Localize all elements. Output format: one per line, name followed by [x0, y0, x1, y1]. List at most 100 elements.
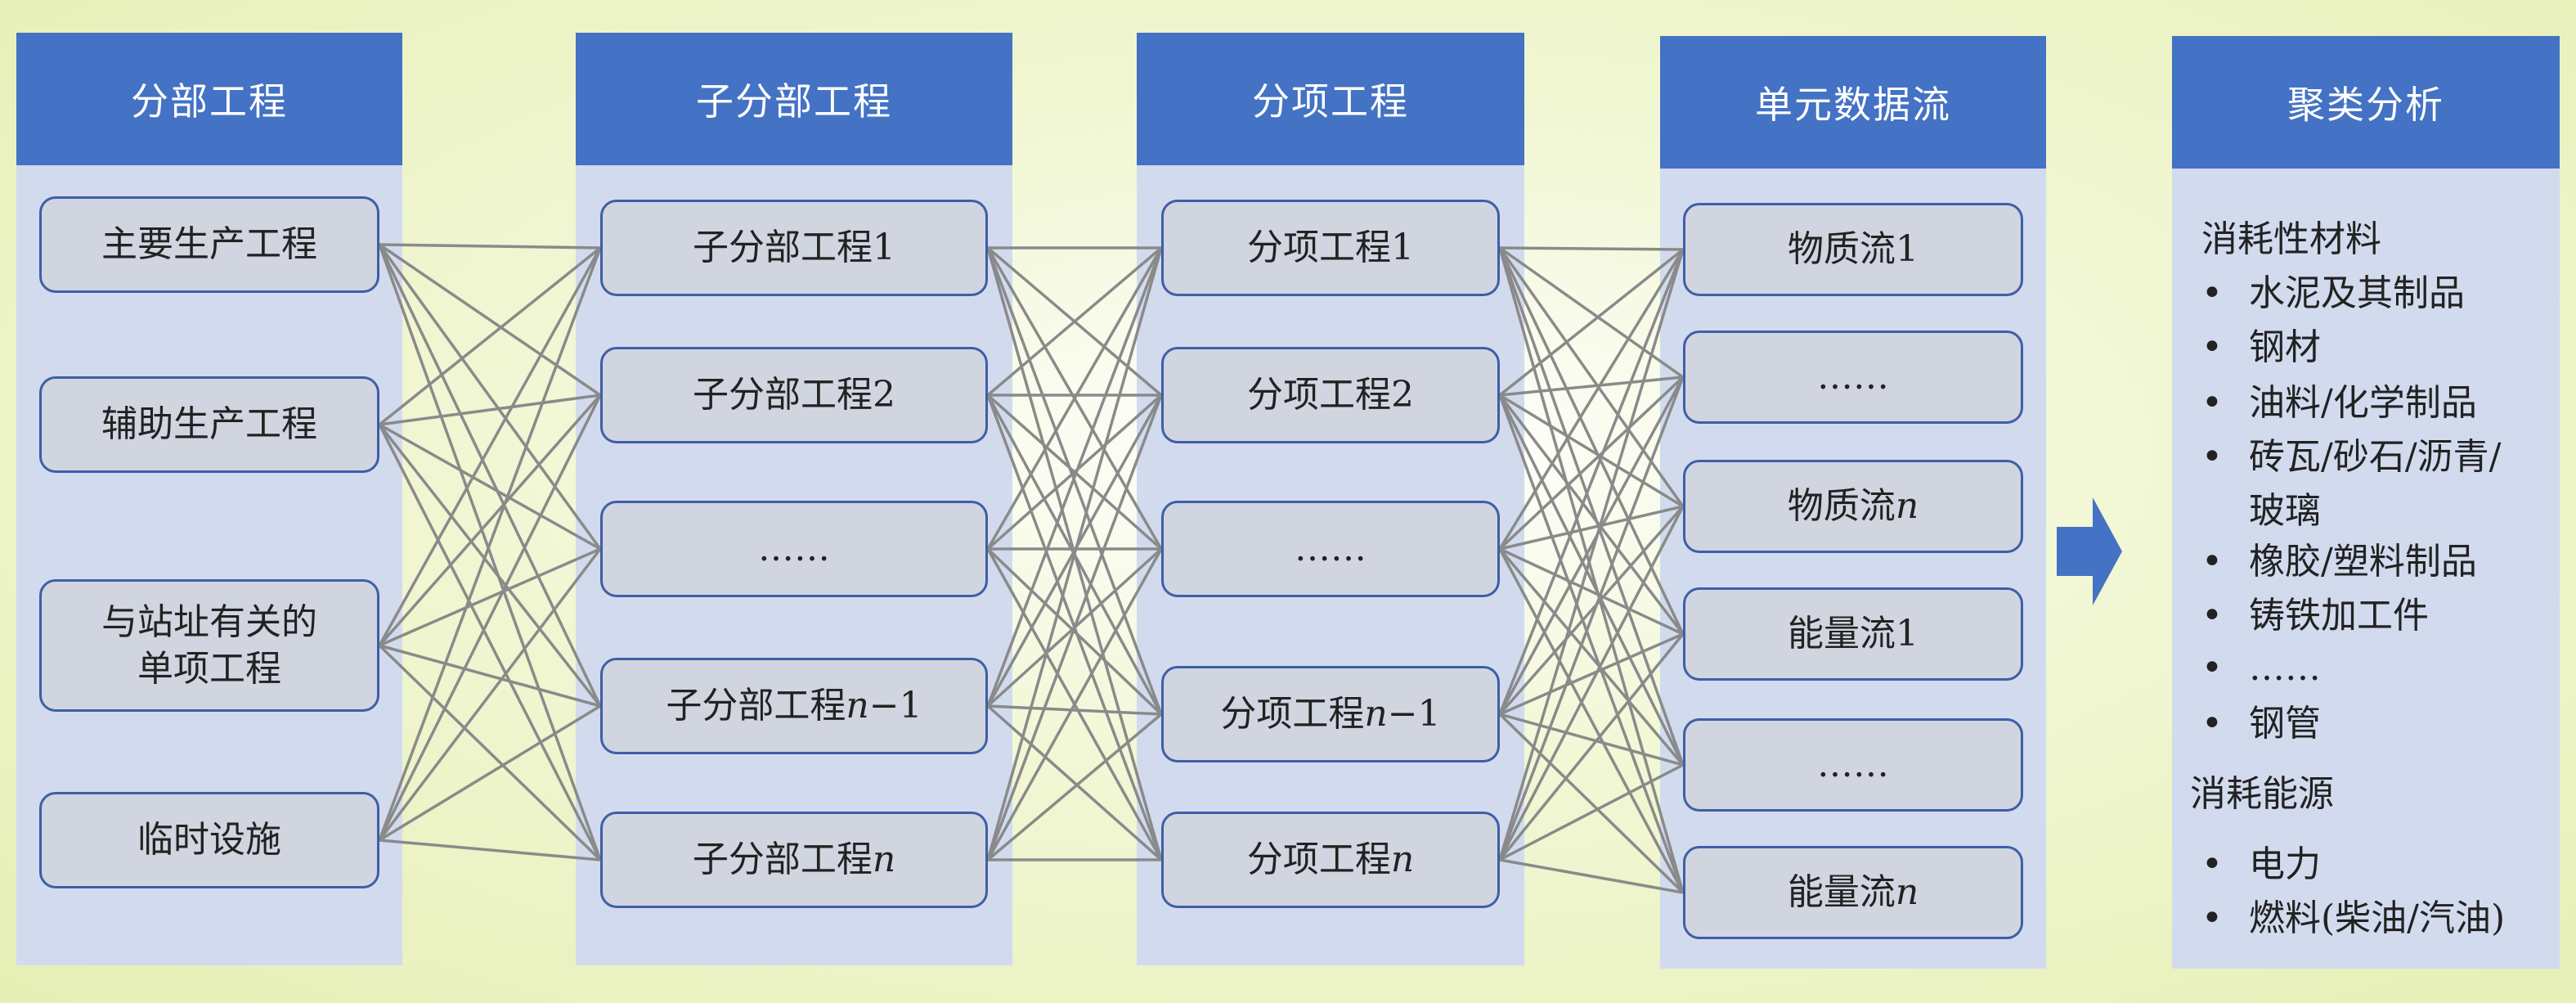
c3-c4-link: [1498, 548, 1685, 893]
c3-c4-link: [1498, 248, 1685, 397]
c3-c4-link: [1499, 763, 1684, 861]
c3-c4-link: [1499, 713, 1684, 767]
c2-c3-link: [986, 394, 1163, 861]
list-item: •电力: [2201, 843, 2321, 885]
c3-c4-link: [1498, 376, 1685, 551]
node-site-related-works: 与站址有关的 单项工程: [39, 579, 379, 712]
c3-c4-link: [1498, 394, 1685, 766]
c3-c4-link: [1498, 394, 1685, 893]
list-item: •燃料(柴油/汽油): [2201, 897, 2506, 939]
c2-c3-link: [986, 548, 1163, 861]
node-material-flow-ellipsis: ……: [1683, 331, 2023, 424]
c1-c2-link: [378, 246, 602, 426]
node-material-flow-1: 物质流1: [1683, 203, 2023, 296]
group-title-energy-consumption: 消耗能源: [2190, 773, 2334, 815]
c3-c4-link: [1498, 246, 1685, 508]
c1-c2-link: [378, 547, 602, 842]
c3-c4-link: [1499, 246, 1684, 251]
c1-c2-link: [379, 644, 601, 708]
c3-c4-link: [1498, 247, 1685, 766]
column-header: 分部工程: [16, 33, 402, 165]
c1-c2-link: [378, 394, 602, 647]
c3-c4-link: [1498, 249, 1685, 861]
c3-c4-link: [1498, 505, 1685, 716]
c2-c3-link: [986, 704, 1163, 861]
node-itemized-ellipsis: ……: [1161, 501, 1500, 597]
c1-c2-link: [379, 243, 601, 397]
node-energy-flow-ellipsis: ……: [1683, 718, 2023, 812]
c1-c2-link: [379, 394, 601, 426]
column-cluster-analysis: 聚类分析 消耗性材料 •水泥及其制品 •钢材 •油料/化学制品 •砖瓦/砂石/沥…: [2172, 36, 2560, 969]
node-temporary-facilities: 临时设施: [39, 792, 379, 888]
node-sub-subdivision-1: 子分部工程1: [600, 200, 988, 296]
c3-c4-link: [1499, 505, 1684, 551]
c2-c3-link: [987, 704, 1162, 716]
c1-c2-link: [378, 243, 602, 551]
c2-c3-link: [986, 247, 1163, 861]
group-title-consumable-materials: 消耗性材料: [2201, 218, 2381, 260]
node-sub-subdivision-ellipsis: ……: [600, 501, 988, 597]
c3-c4-link: [1498, 376, 1685, 861]
c1-c2-link: [378, 394, 602, 841]
c1-c2-link: [379, 243, 601, 250]
list-item: •橡胶/塑料制品: [2201, 541, 2477, 582]
c3-c4-link: [1499, 376, 1684, 397]
node-auxiliary-production: 辅助生产工程: [39, 376, 379, 473]
c2-c3-link: [986, 247, 1163, 550]
list-item: •水泥及其制品: [2201, 272, 2465, 314]
c3-c4-link: [1498, 713, 1685, 894]
c3-c4-link: [1498, 506, 1685, 861]
c1-c2-link: [379, 704, 601, 842]
c2-c3-link: [986, 247, 1163, 715]
c2-c3-link: [986, 394, 1163, 551]
node-itemized-1: 分项工程1: [1161, 200, 1500, 296]
c1-c2-link: [378, 423, 602, 708]
arrow-right-icon: [2057, 497, 2122, 605]
column-header: 单元数据流: [1660, 36, 2046, 169]
c1-c2-link: [378, 244, 602, 861]
list-item: •油料/化学制品: [2201, 382, 2477, 424]
column-header: 聚类分析: [2172, 36, 2560, 169]
node-energy-flow-1: 能量流1: [1683, 587, 2023, 681]
c1-c2-link: [379, 839, 601, 861]
c2-c3-link: [986, 247, 1163, 707]
list-item: •……: [2201, 647, 2321, 689]
c3-c4-link: [1499, 547, 1684, 636]
c3-c4-link: [1498, 249, 1685, 550]
list-item: •铸铁加工件: [2201, 595, 2429, 636]
c3-c4-link: [1498, 247, 1685, 635]
c1-c2-link: [378, 247, 602, 841]
c1-c2-link: [379, 423, 601, 551]
c3-c4-link: [1499, 632, 1684, 716]
list-item: •钢管: [2201, 703, 2321, 744]
c2-c3-link: [986, 246, 1163, 397]
c1-c2-link: [378, 247, 602, 646]
c1-c2-link: [378, 644, 602, 861]
c3-c4-link: [1499, 858, 1684, 894]
column-header: 分项工程: [1137, 33, 1524, 165]
c3-c4-link: [1498, 247, 1685, 893]
node-itemized-2: 分项工程2: [1161, 347, 1500, 443]
c3-c4-link: [1498, 632, 1685, 861]
c3-c4-link: [1499, 394, 1684, 508]
column-itemized-works: 分项工程: [1137, 33, 1524, 965]
c3-c4-link: [1498, 246, 1685, 379]
node-sub-subdivision-2: 子分部工程2: [600, 347, 988, 443]
list-item: •钢材: [2201, 326, 2321, 368]
c2-c3-link: [986, 713, 1163, 861]
c3-c4-link: [1498, 394, 1685, 636]
c1-c2-link: [379, 547, 601, 647]
c3-c4-link: [1498, 249, 1685, 715]
column-sub-subdivision-works: 子分部工程: [576, 33, 1012, 965]
c1-c2-link: [378, 244, 602, 707]
column-header: 子分部工程: [576, 33, 1012, 165]
c1-c2-link: [378, 424, 602, 861]
node-main-production: 主要生产工程: [39, 196, 379, 293]
